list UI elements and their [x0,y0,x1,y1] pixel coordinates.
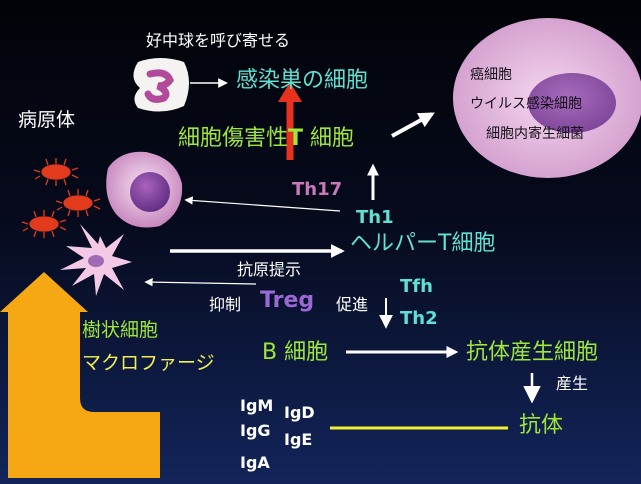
red-arrow [278,82,302,160]
infected-focus-label: 感染巣の細胞 [236,68,369,93]
th17-label: Th17 [292,179,343,200]
target-cell-nucleus [528,73,616,133]
igg-label: IgG [240,421,271,440]
dendritic-cell-icon [60,224,132,296]
ctl-label: 細胞傷害性T 細胞 [178,128,354,150]
macrophage-label: マクロファージ [82,352,215,374]
treg-label: Treg [260,288,315,313]
antigen-presentation-label: 抗原提示 [237,260,302,279]
arrow-ctl-to-target [391,112,435,138]
neutrophil-icon [133,58,189,112]
igm-label: IgM [240,396,274,415]
helper-t-label: ヘルパーT細胞 [350,231,496,256]
target-cell-group [453,18,641,178]
pathogen-label: 病原体 [18,109,76,131]
orange-uptake-arrow [0,272,160,478]
iga-label: IgA [240,453,270,472]
b-cell-label: B 細胞 [262,340,329,365]
macrophage-icon [106,151,183,228]
th1-label: Th1 [356,207,394,228]
plasma-cell-label: 抗体産生細胞 [466,340,599,365]
antibody-label: 抗体 [519,413,564,438]
arrow-treg-suppress [144,277,257,287]
arrow-th1-to-macrophage [184,196,341,212]
ige-label: IgE [284,430,313,449]
igd-label: IgD [284,403,315,422]
neutrophil-recruit-label: 好中球を呼び寄せる [146,31,291,50]
suppression-label: 抑制 [209,295,242,314]
bacteria-icon [21,158,101,238]
ctl-label-text: 細胞傷害性 [178,126,289,151]
cancer-cell-label: 癌細胞 [470,67,512,83]
ctl-label-t: T [288,126,304,151]
virus-infected-label: ウイルス感染細胞 [470,96,582,112]
promotion-label: 促進 [336,295,369,314]
tfh-label: Tfh [400,276,433,297]
ctl-label-cell: 細胞 [310,126,355,151]
dendritic-cell-label: 樹状細胞 [82,319,159,341]
intracellular-bacteria-label: 細胞内寄生細菌 [486,126,584,142]
th2-label: Th2 [400,308,438,329]
production-label: 産生 [556,374,589,393]
